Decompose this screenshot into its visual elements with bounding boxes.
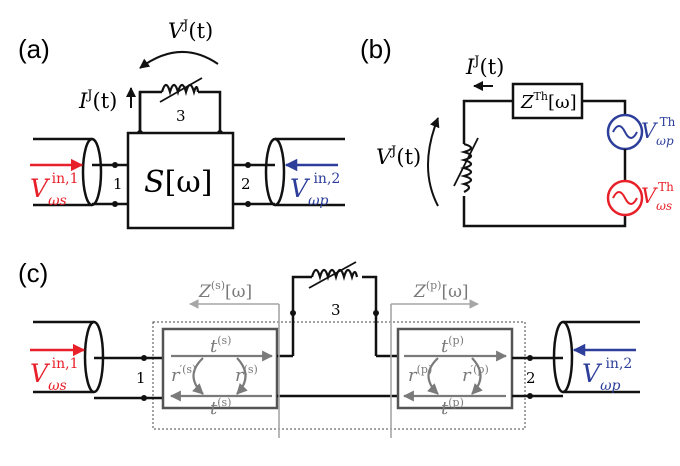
panel-c-inductor	[308, 261, 359, 289]
r-prime-p-label: r′(p)	[462, 363, 489, 386]
thevenin-impedance-box	[511, 82, 584, 120]
panel-b-voltage-label: VJ(t)	[376, 144, 421, 169]
panel-a-voltage-label: VJ(t)	[168, 18, 213, 43]
node-dot	[112, 201, 118, 207]
thevenin-impedance-label: ZTh[ω]	[520, 90, 577, 113]
node-dot	[373, 310, 379, 316]
panel-a-port1: 1	[113, 175, 123, 193]
r-p-label: r(p)	[408, 363, 432, 386]
panel-b: (b) ZTh[ω] IJ(t) VJ(t) VωpTh VωsTh	[360, 34, 676, 228]
signal-scattering-arrows	[169, 350, 274, 402]
pump-scattering-box	[396, 327, 514, 410]
panel-a-right-line	[233, 137, 345, 207]
panel-c-center-wires	[277, 275, 398, 398]
panel-b-label: (b)	[360, 34, 392, 64]
panel-c: (c) 1 Vωsin,1 t(s) t(s) r′(s) r(s)	[18, 258, 640, 438]
node-dot	[141, 395, 147, 401]
signal-scattering-box	[161, 327, 279, 410]
panel-c-input2-label: Vωpin,2	[582, 356, 632, 394]
pump-scattering-arrows	[402, 350, 508, 402]
network-enclosure	[152, 321, 526, 430]
panel-c-right-line	[512, 320, 640, 398]
panel-a: (a) VJ(t) IJ(t) 3 S[ω] 1	[18, 18, 345, 230]
t-s-bottom-label: t(s)	[210, 396, 231, 419]
panel-a-port3: 3	[176, 107, 186, 125]
panel-c-left-line	[33, 320, 163, 400]
node-dot	[112, 162, 118, 168]
panel-c-port2: 2	[526, 369, 536, 387]
panel-b-circuit	[453, 99, 627, 228]
z-p-label: Z(p)[ω]	[413, 279, 469, 302]
node-dot	[527, 355, 533, 361]
panel-c-input1-label: Vωsin,1	[30, 356, 79, 394]
t-p-bottom-label: t(p)	[441, 396, 464, 419]
r-prime-s-label: r′(s)	[171, 363, 196, 386]
node-dot	[141, 355, 147, 361]
s-matrix-label: S[ω]	[144, 165, 212, 200]
voltage-arrow	[139, 51, 219, 69]
panel-c-port3: 3	[331, 301, 341, 319]
node-dot	[290, 310, 296, 316]
signal-source-label: VωsTh	[641, 180, 674, 213]
node-dot	[245, 162, 251, 168]
panel-a-current-label: IJ(t)	[78, 88, 117, 113]
z-s-label: Z(s)[ω]	[198, 279, 252, 302]
panel-a-input1-label: Vωsin,1	[30, 171, 79, 209]
panel-a-inductor	[138, 77, 222, 133]
r-s-label: r(s)	[235, 363, 258, 386]
panel-c-port1: 1	[136, 369, 146, 387]
t-p-label: t(p)	[441, 334, 464, 357]
panel-a-input2-label: Vωpin,2	[290, 171, 340, 209]
node-dot	[527, 393, 533, 399]
panel-a-label: (a)	[18, 34, 50, 64]
pump-source-label: VωpTh	[641, 115, 676, 148]
node-dot	[245, 201, 251, 207]
panel-a-port2: 2	[241, 175, 251, 193]
panel-c-label: (c)	[18, 258, 48, 288]
panel-b-current-label: IJ(t)	[465, 54, 504, 79]
t-s-label: t(s)	[210, 334, 231, 357]
panel-a-left-line	[33, 137, 128, 207]
s-matrix-block	[126, 131, 235, 230]
voltage-arrow	[427, 117, 440, 207]
